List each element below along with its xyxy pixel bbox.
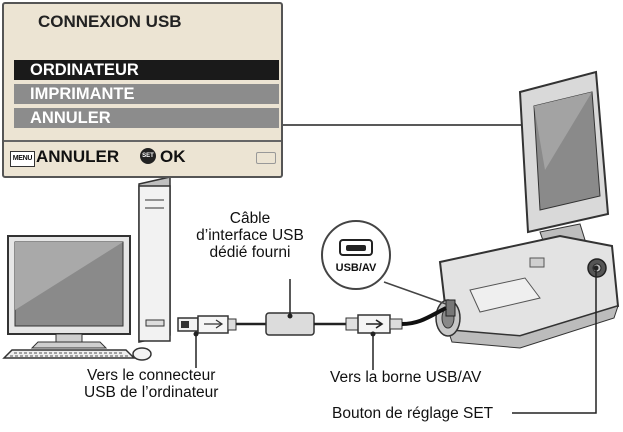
set-leader-line: [512, 268, 597, 414]
menu-button-icon: MENU: [10, 151, 35, 167]
ferrite-core: [265, 312, 315, 336]
usb-av-port-text-label: Vers la borne USB/AV: [330, 369, 482, 386]
menu-item-annuler[interactable]: ANNULER: [14, 108, 279, 128]
footer-cancel-label: ANNULER: [36, 147, 120, 166]
menu-item-ordinateur[interactable]: ORDINATEUR: [14, 60, 279, 80]
usb-av-port-icon: [339, 239, 373, 256]
menu-title: CONNEXION USB: [38, 12, 182, 31]
set-button-label: Bouton de réglage SET: [332, 405, 494, 422]
camera: [435, 70, 620, 349]
usb-av-port-callout: USB/AV: [321, 220, 391, 290]
menu-item-imprimante[interactable]: IMPRIMANTE: [14, 84, 279, 104]
battery-icon: [256, 152, 276, 164]
set-button-icon: SET: [140, 148, 156, 164]
menu-footer: MENU ANNULER SET OK: [4, 140, 281, 176]
pc-connector-label: Vers le connecteur USB de l’ordinateur: [84, 367, 219, 401]
usb-plug-camera: [345, 314, 403, 334]
cable-label: Câble d’interface USB dédié fourni: [196, 210, 304, 261]
lcd-menu-panel: CONNEXION USB ORDINATEUR IMPRIMANTE ANNU…: [2, 2, 283, 178]
keyboard: [2, 349, 136, 359]
usb-av-port-label: USB/AV: [335, 262, 377, 274]
usb-plug-pc: [177, 315, 237, 334]
footer-ok-label: OK: [160, 147, 186, 166]
mouse: [132, 347, 152, 361]
callout-pointer: [383, 281, 447, 305]
pc-tower: [138, 176, 171, 343]
monitor: [7, 235, 131, 349]
